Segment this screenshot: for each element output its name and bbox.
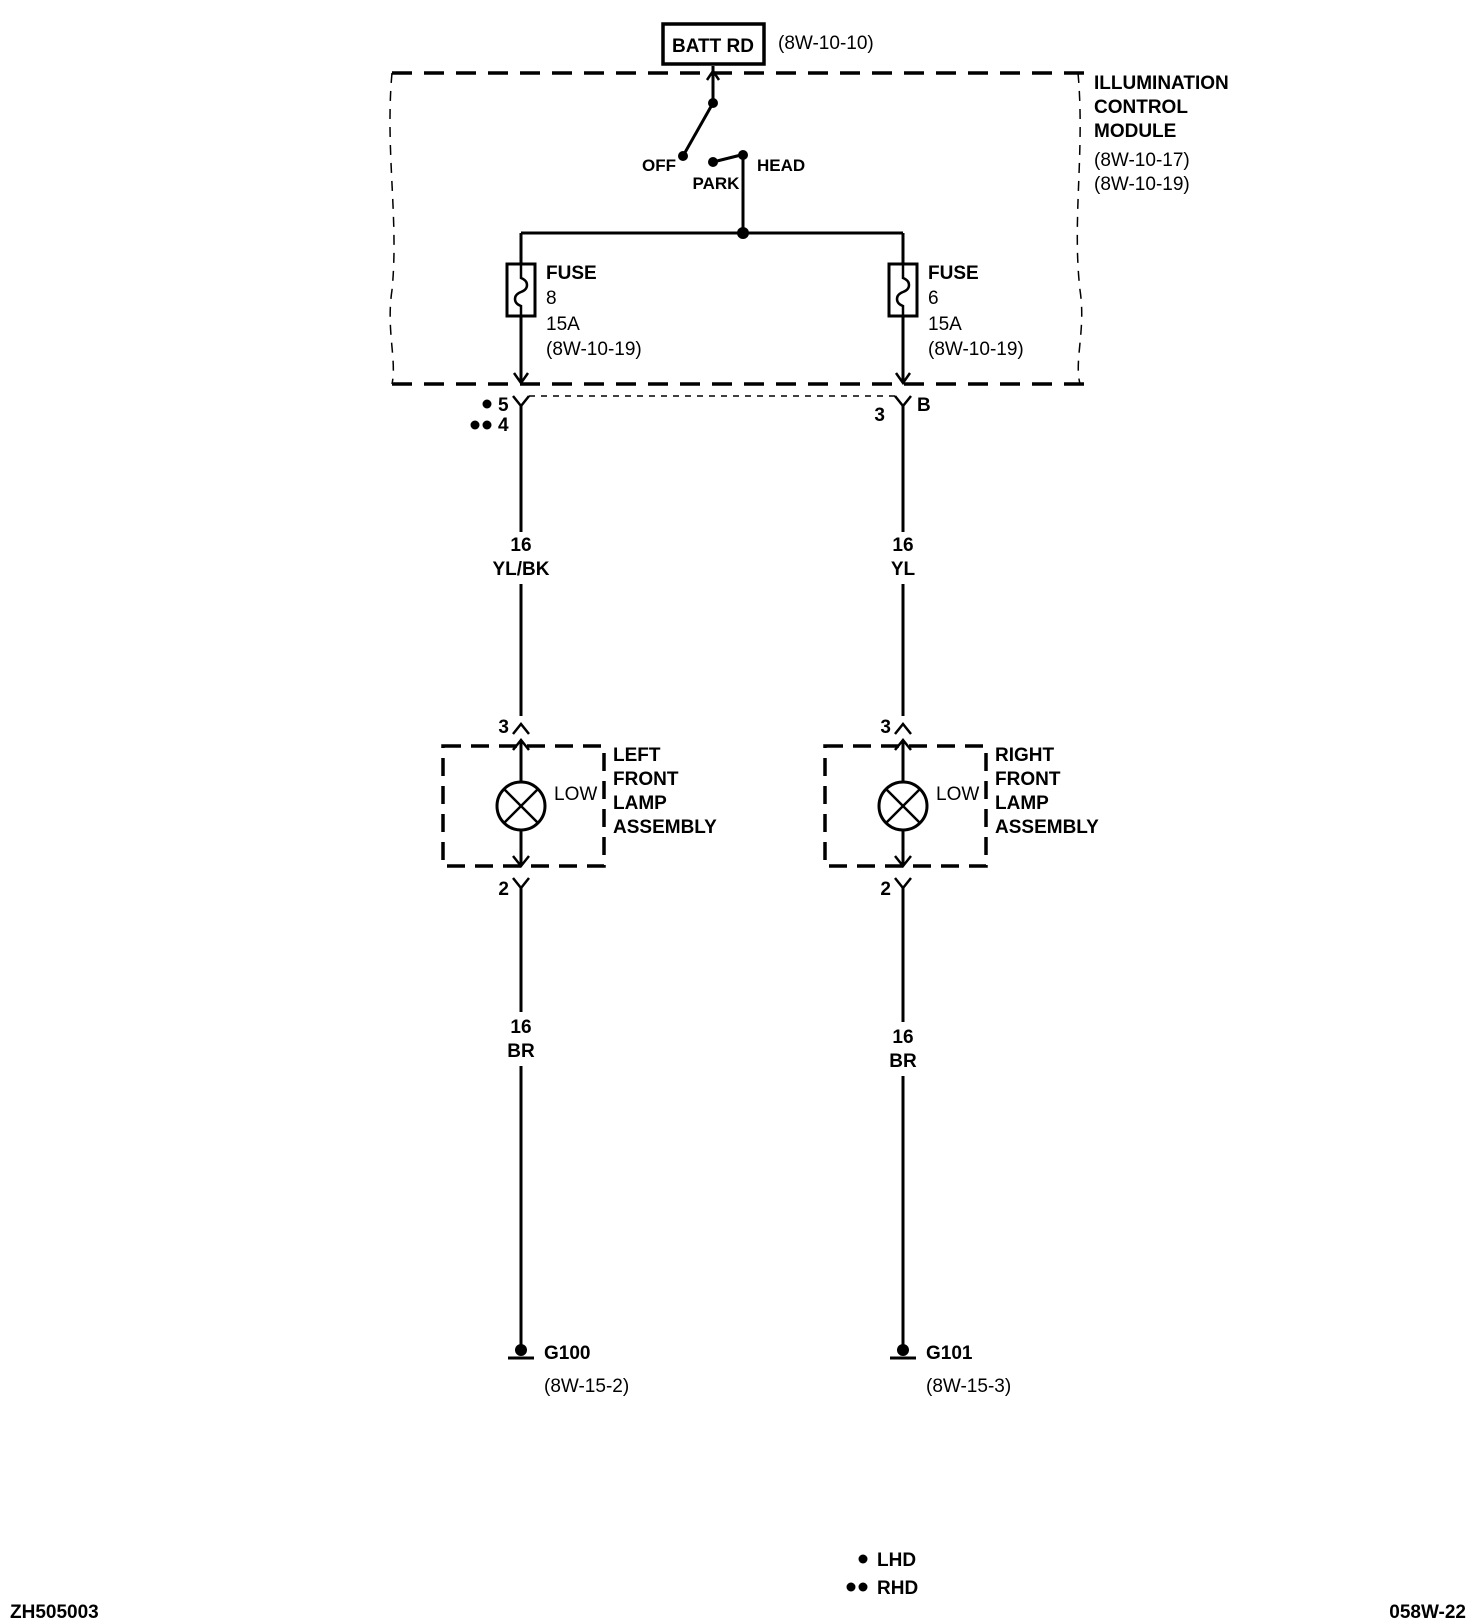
footer-right-code: 058W-22 xyxy=(1389,1602,1466,1623)
fuse-8-ref: (8W-10-19) xyxy=(546,339,642,360)
module-title-line-3: MODULE xyxy=(1094,121,1176,142)
module-pin-3: 3 xyxy=(874,405,885,426)
right-lamp-name-line-3: LAMP xyxy=(995,793,1049,814)
left-lamp-pin-in: 3 xyxy=(498,717,509,738)
legend-rhd-label: RHD xyxy=(877,1578,918,1599)
module-connector-b: B xyxy=(917,395,931,416)
module-ref-2: (8W-10-19) xyxy=(1094,174,1190,195)
right-front-lamp-assembly xyxy=(823,737,988,869)
module-connector-right xyxy=(894,395,912,409)
wire-right-upper-color: YL xyxy=(891,559,916,580)
left-lamp-filament-label: LOW xyxy=(554,784,597,805)
fuse-8-word: FUSE xyxy=(546,263,597,284)
right-lamp-pin-in: 3 xyxy=(880,717,891,738)
right-lamp-filament-label: LOW xyxy=(936,784,979,805)
wire-left-upper-gauge: 16 xyxy=(510,535,531,556)
fuse-6-ref: (8W-10-19) xyxy=(928,339,1024,360)
fuse-6-rating: 15A xyxy=(928,314,962,335)
ground-g101-ref: (8W-15-3) xyxy=(926,1376,1011,1397)
rhd-dot-pin-4-b xyxy=(482,420,492,430)
illumination-control-module-outline xyxy=(389,71,1086,386)
module-pin-5: 5 xyxy=(498,395,509,416)
ground-g100-ref: (8W-15-2) xyxy=(544,1376,629,1397)
batt-rd-source: BATT RD xyxy=(661,22,766,66)
legend-rhd-dot-b xyxy=(858,1582,868,1592)
wire-right-lower-color: BR xyxy=(889,1051,917,1072)
wire-right-lower-gauge: 16 xyxy=(892,1027,913,1048)
left-lamp-connector-in xyxy=(512,721,530,735)
legend: LHD RHD xyxy=(846,1550,918,1599)
fuse-6-word: FUSE xyxy=(928,263,979,284)
module-connector-left xyxy=(512,395,530,409)
left-lamp-name-line-3: LAMP xyxy=(613,793,667,814)
legend-rhd-dot-a xyxy=(846,1582,856,1592)
splice-dot xyxy=(737,227,749,239)
legend-lhd-dot xyxy=(858,1554,868,1564)
left-lamp-name-line-1: LEFT xyxy=(613,745,661,766)
right-lamp-connector-in xyxy=(894,721,912,735)
footer-left-code: ZH505003 xyxy=(10,1602,99,1623)
right-lamp-name-line-4: ASSEMBLY xyxy=(995,817,1099,838)
ground-g100-label: G100 xyxy=(544,1343,590,1364)
fuse-8-number: 8 xyxy=(546,288,557,309)
switch-head-label: HEAD xyxy=(757,156,805,175)
batt-rd-label: BATT RD xyxy=(672,36,754,57)
rhd-dot-pin-4-a xyxy=(470,420,480,430)
fuse-feed-bus xyxy=(521,227,903,239)
wire-left-lower-color: BR xyxy=(507,1041,535,1062)
switch-park-label: PARK xyxy=(693,174,741,193)
left-lamp-connector-out xyxy=(512,877,530,891)
wire-left-upper-color: YL/BK xyxy=(493,559,550,580)
ground-g101-label: G101 xyxy=(926,1343,973,1364)
ground-g100-icon xyxy=(508,1344,534,1360)
wire-right-upper-gauge: 16 xyxy=(892,535,913,556)
left-lamp-pin-out: 2 xyxy=(498,879,509,900)
batt-rd-ref: (8W-10-10) xyxy=(778,33,874,54)
right-lamp-pin-out: 2 xyxy=(880,879,891,900)
right-lamp-connector-out xyxy=(894,877,912,891)
right-lamp-name-line-2: FRONT xyxy=(995,769,1061,790)
module-ref-1: (8W-10-17) xyxy=(1094,150,1190,171)
legend-lhd-label: LHD xyxy=(877,1550,916,1571)
switch-off-label: OFF xyxy=(642,156,676,175)
left-lamp-name-line-4: ASSEMBLY xyxy=(613,817,717,838)
fuse-6-number: 6 xyxy=(928,288,939,309)
module-title-line-1: ILLUMINATION xyxy=(1094,73,1229,94)
wire-left-lower-gauge: 16 xyxy=(510,1017,531,1038)
fuse-8-rating: 15A xyxy=(546,314,580,335)
module-title-line-2: CONTROL xyxy=(1094,97,1188,118)
lhd-dot-pin-5 xyxy=(482,399,492,409)
ground-g101-icon xyxy=(890,1344,916,1360)
left-lamp-name-line-2: FRONT xyxy=(613,769,679,790)
fuse-6-symbol xyxy=(887,233,919,386)
headlamp-switch xyxy=(678,66,748,233)
switch-off-contact xyxy=(678,151,688,161)
left-front-lamp-assembly xyxy=(441,737,606,869)
right-lamp-name-line-1: RIGHT xyxy=(995,745,1055,766)
fuse-8-symbol xyxy=(505,233,537,386)
module-pin-4: 4 xyxy=(498,415,509,436)
